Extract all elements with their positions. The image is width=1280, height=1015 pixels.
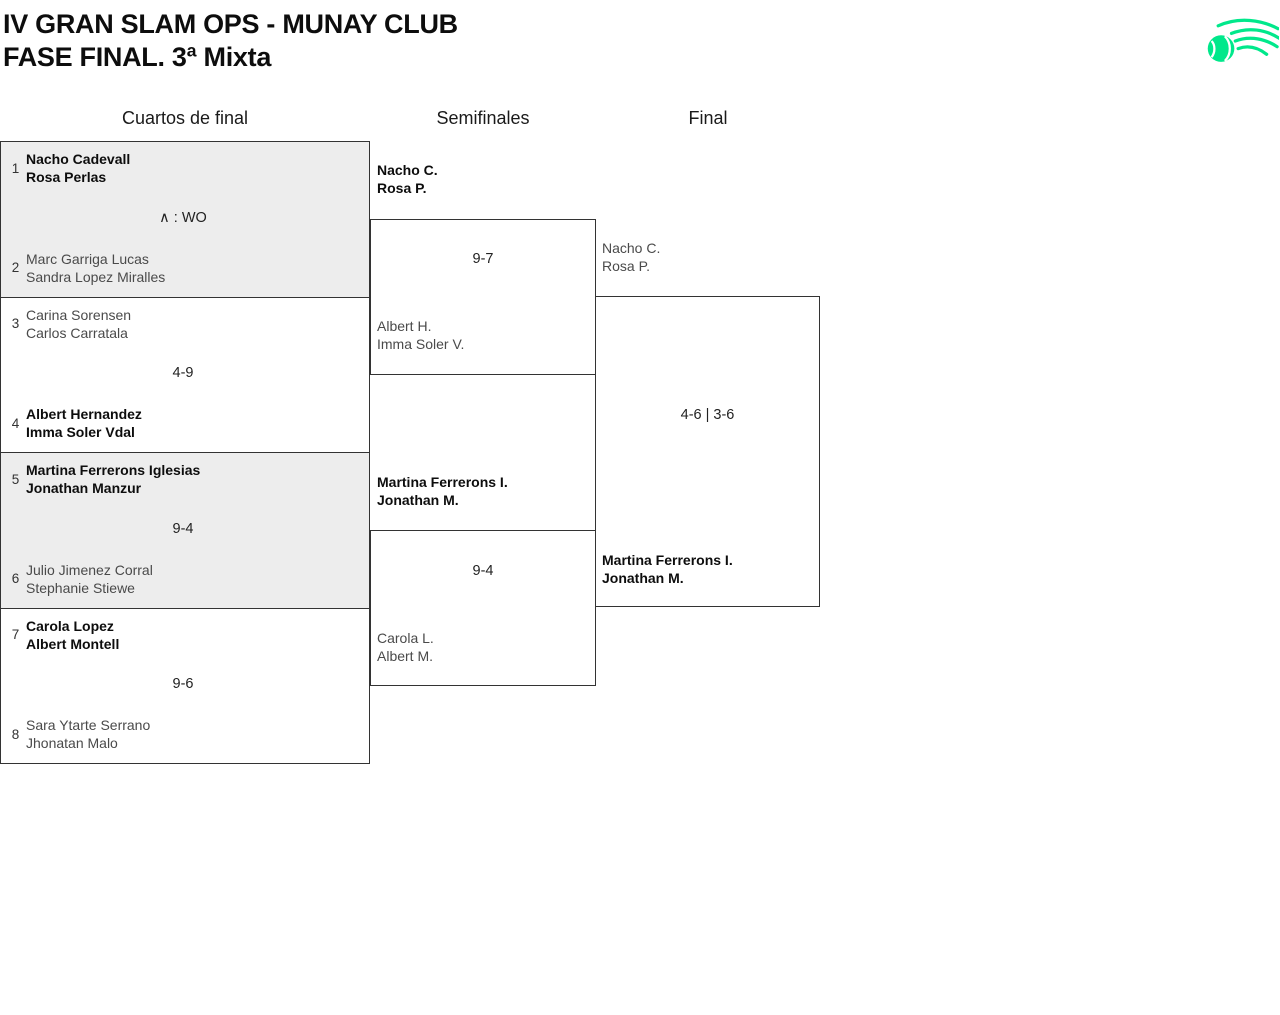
sf2-team-top: Martina Ferrerons I. Jonathan M.	[377, 473, 508, 509]
player-name: Albert Montell	[26, 635, 120, 652]
player-name: Sara Ytarte Serrano	[26, 717, 151, 733]
seed-number: 2	[11, 260, 20, 275]
player-name: Nacho Cadevall	[26, 151, 131, 167]
phase-subtitle: FASE FINAL. 3ª Mixta	[3, 42, 272, 72]
team-name: Marc Garriga Lucas Sandra Lopez Miralles	[24, 250, 165, 286]
player-name: Jonathan Manzur	[26, 480, 142, 496]
player-name: Julio Jimenez Corral	[26, 561, 153, 578]
qf-match-1: 1 Nacho Cadevall Rosa Perlas ∧ : WO 2 Ma…	[1, 142, 369, 297]
qf4-team-bottom-row: 8 Sara Ytarte Serrano Jhonatan Malo	[7, 716, 359, 752]
qf-match-4: 7 Carola Lopez Albert Montell 9-6 8 Sara…	[1, 607, 369, 763]
seed-number: 7	[11, 627, 20, 642]
team-name: Sara Ytarte Serrano Jhonatan Malo	[24, 716, 150, 752]
final-team-bottom: Martina Ferrerons I. Jonathan M.	[602, 551, 733, 587]
player-name: Martina Ferrerons Iglesias	[26, 462, 201, 478]
seed-number: 4	[11, 415, 20, 431]
tournament-title: IV GRAN SLAM OPS - MUNAY CLUB	[3, 9, 458, 39]
qf1-team-bottom-row: 2 Marc Garriga Lucas Sandra Lopez Mirall…	[7, 250, 359, 286]
player-name: Carlos Carratala	[26, 324, 128, 341]
player-name: Stephanie Stiewe	[26, 579, 135, 596]
seed-number: 5	[11, 471, 20, 487]
qf3-team-top-row: 5 Martina Ferrerons Iglesias Jonathan Ma…	[7, 461, 359, 497]
player-name: Nacho C.	[602, 240, 661, 256]
sf1-team-bottom: Albert H. Imma Soler V.	[377, 317, 464, 353]
final-match: 4-6 | 3-6	[595, 296, 820, 607]
player-name: Imma Soler V.	[377, 336, 465, 352]
qf-match-2: 3 Carina Sorensen Carlos Carratala 4-9 4…	[1, 296, 369, 452]
round-header-semifinals: Semifinales	[436, 108, 530, 128]
team-name: Carina Sorensen Carlos Carratala	[24, 306, 131, 342]
match-score: 9-6	[172, 676, 194, 693]
player-name: Albert Hernandez	[26, 406, 142, 422]
player-name: Imma Soler Vdal	[26, 424, 135, 440]
player-name: Carina Sorensen	[26, 306, 132, 323]
quarterfinals-column: 1 Nacho Cadevall Rosa Perlas ∧ : WO 2 Ma…	[0, 141, 370, 764]
round-header-quarterfinals: Cuartos de final	[121, 108, 249, 128]
team-name: Albert Hernandez Imma Soler Vdal	[24, 405, 142, 441]
player-name: Albert M.	[377, 648, 434, 664]
player-name: Jonathan M.	[377, 492, 459, 508]
match-score: 9-7	[472, 251, 494, 267]
player-name: Nacho C.	[377, 162, 438, 178]
qf-match-3: 5 Martina Ferrerons Iglesias Jonathan Ma…	[1, 452, 369, 608]
player-name: Martina Ferrerons I.	[602, 552, 733, 568]
qf2-team-top-row: 3 Carina Sorensen Carlos Carratala	[7, 306, 359, 342]
player-name: Jonathan M.	[602, 570, 684, 586]
club-logo[interactable]	[1203, 14, 1280, 68]
player-name: Marc Garriga Lucas	[26, 250, 149, 267]
match-score: ∧ : WO	[159, 209, 207, 226]
seed-number: 8	[11, 726, 20, 742]
qf4-team-top-row: 7 Carola Lopez Albert Montell	[7, 617, 359, 653]
player-name: Sandra Lopez Miralles	[26, 268, 166, 285]
round-header-final: Final	[688, 108, 728, 128]
team-name: Carola Lopez Albert Montell	[24, 617, 119, 653]
player-name: Carola L.	[377, 630, 434, 646]
match-score: 9-4	[472, 563, 494, 579]
sf-match-2: 9-4	[370, 530, 596, 686]
seed-number: 3	[11, 316, 20, 331]
player-name: Martina Ferrerons I.	[377, 474, 508, 490]
qf3-team-bottom-row: 6 Julio Jimenez Corral Stephanie Stiewe	[7, 561, 359, 597]
sf1-team-top: Nacho C. Rosa P.	[377, 161, 438, 197]
seed-number: 6	[11, 571, 20, 586]
team-name: Nacho Cadevall Rosa Perlas	[24, 150, 130, 186]
qf1-team-top-row: 1 Nacho Cadevall Rosa Perlas	[7, 150, 359, 186]
tennis-ball-swoosh-icon	[1207, 18, 1280, 62]
team-name: Martina Ferrerons Iglesias Jonathan Manz…	[24, 461, 200, 497]
player-name: Carola Lopez	[26, 617, 114, 634]
player-name: Jhonatan Malo	[26, 735, 118, 751]
sf2-team-bottom: Carola L. Albert M.	[377, 629, 434, 665]
page-title: IV GRAN SLAM OPS - MUNAY CLUB FASE FINAL…	[3, 8, 458, 74]
team-name: Julio Jimenez Corral Stephanie Stiewe	[24, 561, 153, 597]
player-name: Rosa P.	[377, 180, 427, 196]
player-name: Rosa P.	[602, 258, 650, 274]
match-score: 4-6 | 3-6	[680, 407, 735, 423]
match-score: 4-9	[172, 365, 194, 382]
seed-number: 1	[11, 160, 20, 176]
match-score: 9-4	[172, 520, 194, 537]
player-name: Rosa Perlas	[26, 169, 107, 185]
final-team-top: Nacho C. Rosa P.	[602, 239, 660, 275]
qf2-team-bottom-row: 4 Albert Hernandez Imma Soler Vdal	[7, 405, 359, 441]
player-name: Albert H.	[377, 318, 432, 334]
